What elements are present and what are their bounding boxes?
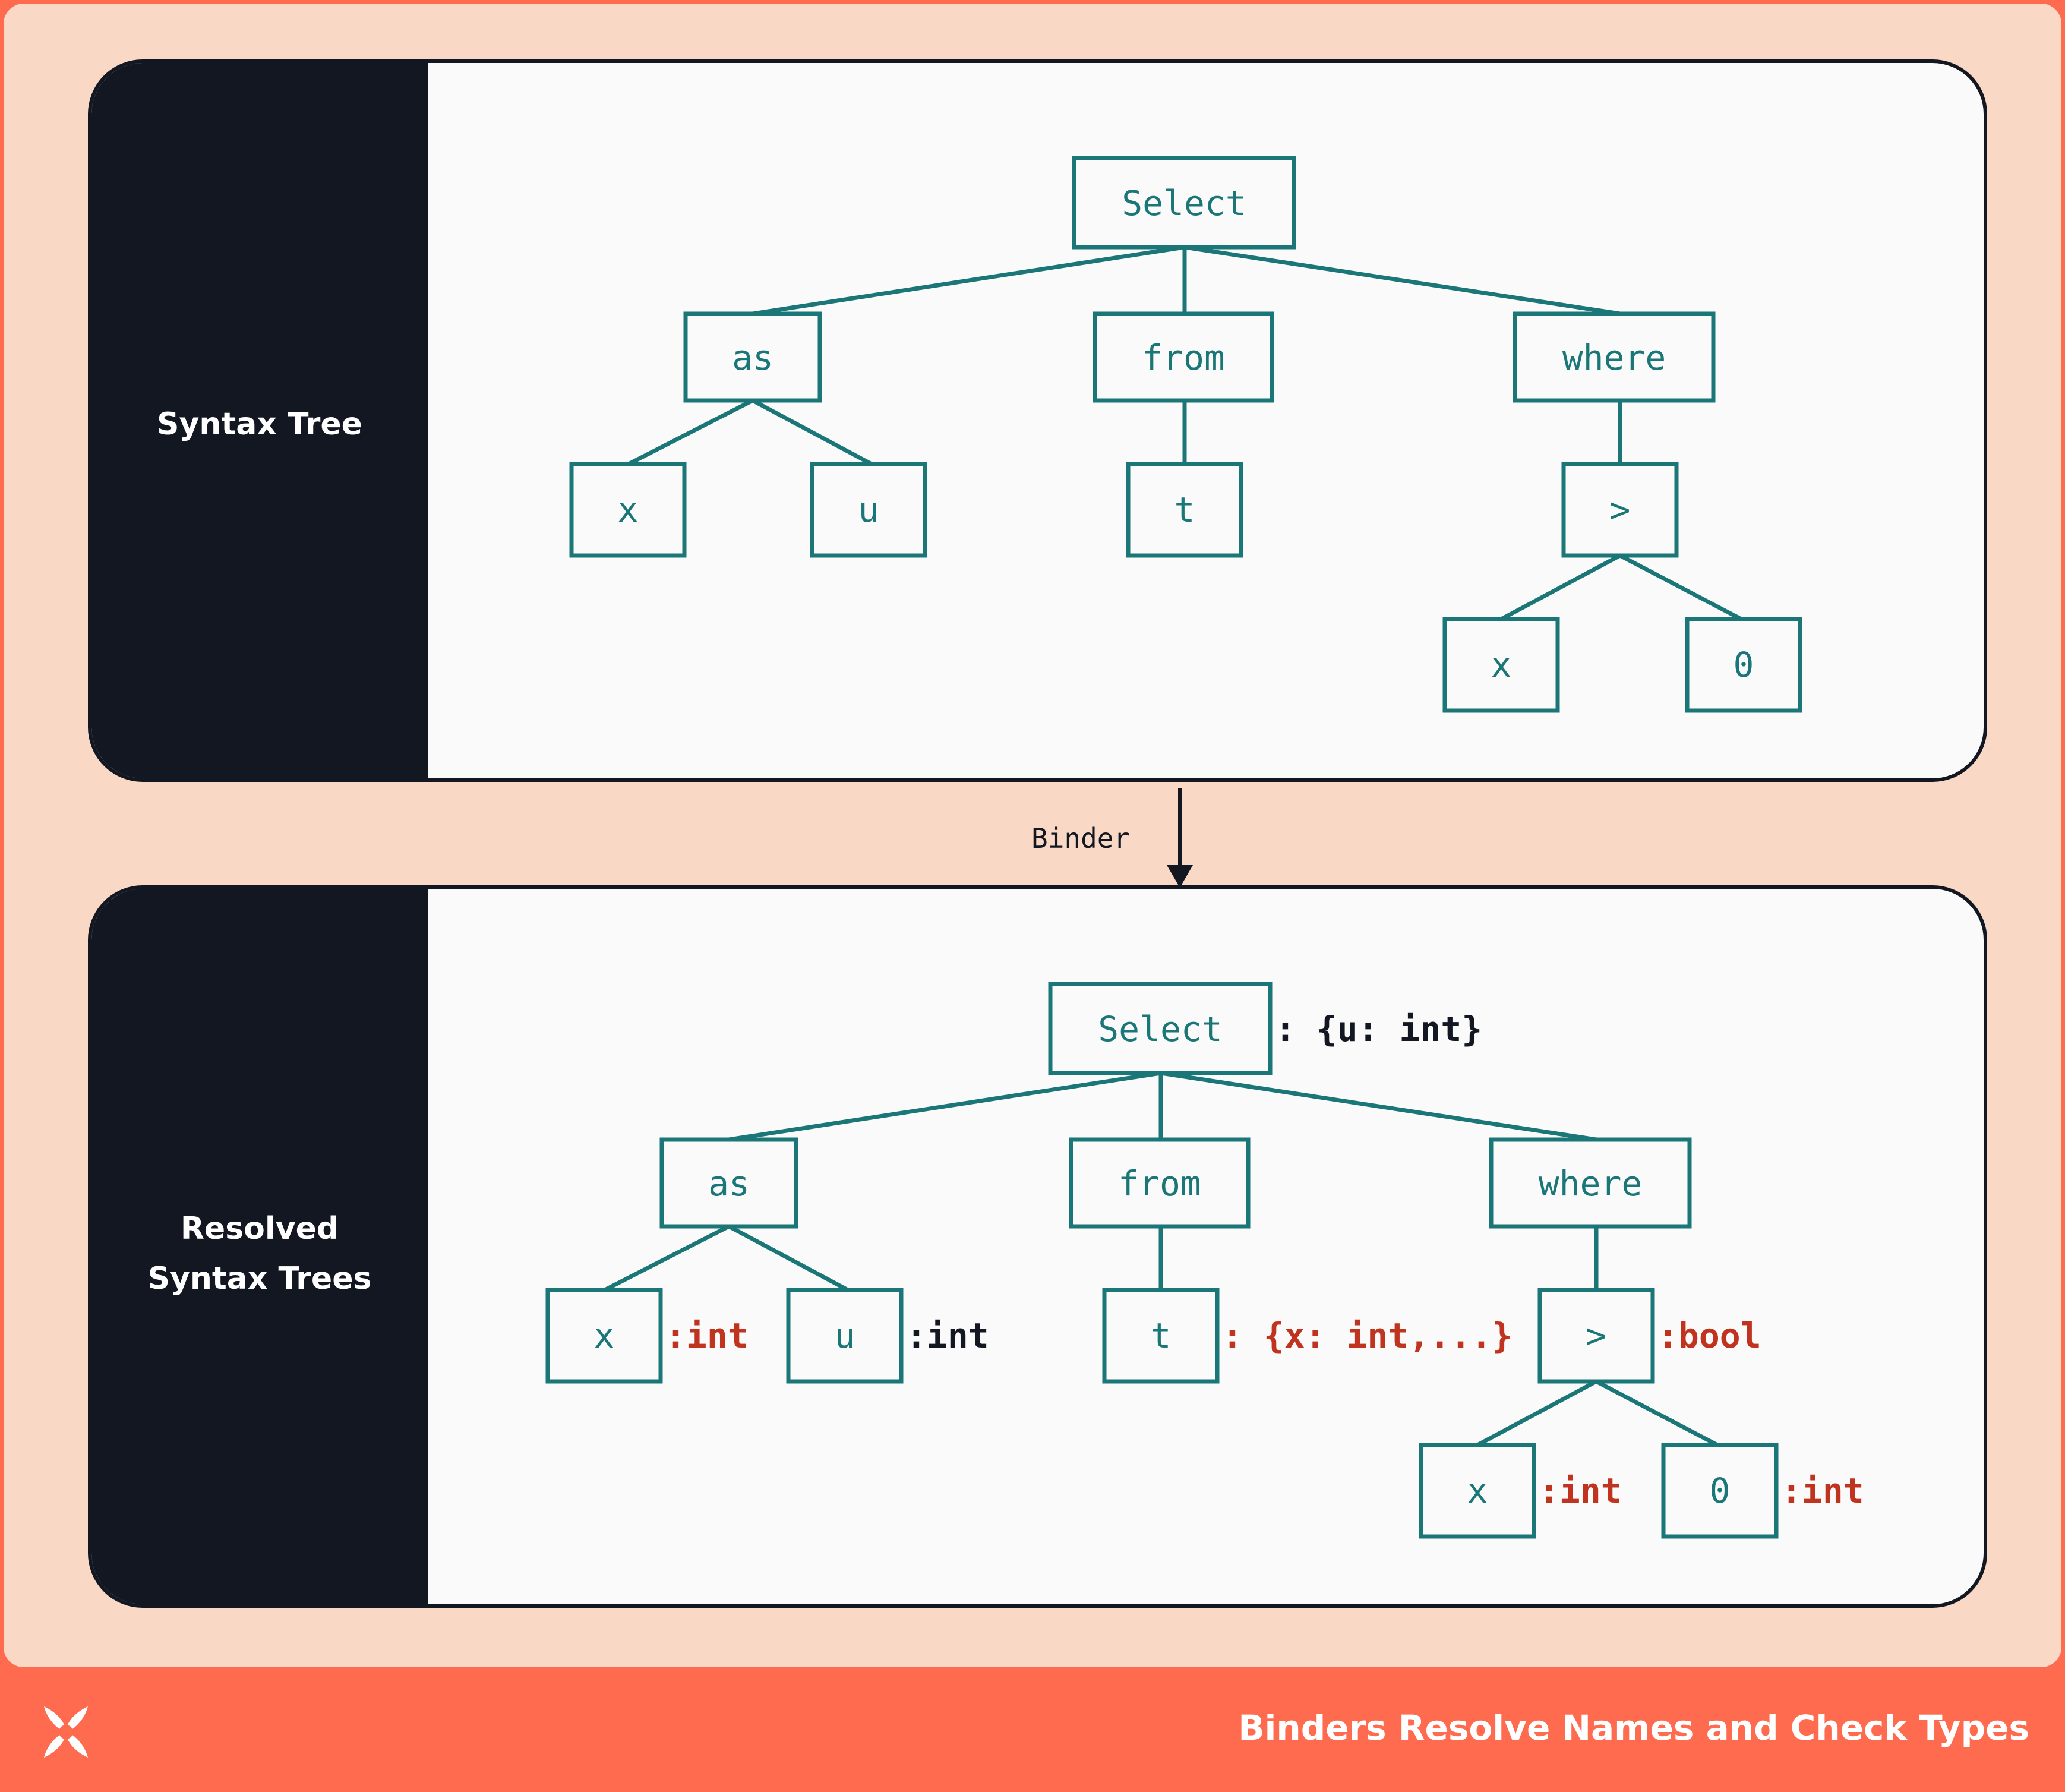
node-x-operand: x — [1442, 617, 1560, 713]
node-x: x — [569, 462, 687, 558]
svg-text:x: x — [594, 1315, 615, 1356]
resolved-syntax-tree-panel: Resolved Syntax Trees Select : {u: int} — [88, 885, 1987, 1608]
panel-label-line-1: Resolved — [180, 1211, 339, 1247]
x-logo-icon — [44, 1706, 88, 1758]
svg-text:0: 0 — [1710, 1471, 1731, 1511]
node-as: as — [683, 311, 822, 403]
panel-sidebar: Syntax Tree — [91, 63, 428, 778]
node-as: as — [659, 1137, 798, 1229]
svg-text:as: as — [732, 337, 773, 378]
node-zero: 0 — [1685, 617, 1802, 713]
type-annotation-x: :int — [665, 1315, 749, 1356]
node-u: u — [810, 462, 927, 558]
resolved-syntax-tree: Select : {u: int} as from where x :int — [545, 982, 1864, 1539]
syntax-tree-panel: Syntax Tree Select as — [88, 59, 1987, 782]
node-x: x — [545, 1288, 663, 1384]
type-annotation-u: :int — [906, 1315, 989, 1356]
svg-text:t: t — [1174, 490, 1195, 530]
node-greater-than: > — [1537, 1288, 1655, 1384]
node-greater-than: > — [1561, 462, 1679, 558]
svg-text:u: u — [858, 490, 879, 530]
syntax-tree: Select as from where x u — [569, 156, 1802, 713]
node-where: where — [1489, 1137, 1692, 1229]
binder-arrow-icon — [1167, 788, 1193, 888]
node-from: from — [1093, 311, 1274, 403]
tree-edges — [604, 1071, 1719, 1447]
tree-edges — [627, 245, 1742, 621]
svg-text:t: t — [1151, 1315, 1172, 1356]
type-annotation-greater-than: :bool — [1657, 1315, 1761, 1356]
panel-label-line-2: Syntax Trees — [147, 1261, 372, 1296]
svg-text:x: x — [1491, 645, 1512, 685]
panel-sidebar: Resolved Syntax Trees — [91, 889, 428, 1604]
svg-text:x: x — [618, 490, 639, 530]
binder-label: Binder — [1031, 822, 1131, 854]
svg-text:>: > — [1586, 1315, 1607, 1356]
node-select: Select — [1072, 156, 1296, 250]
svg-text:Select: Select — [1098, 1009, 1223, 1049]
svg-text:0: 0 — [1734, 645, 1754, 685]
node-t: t — [1126, 462, 1243, 558]
node-where: where — [1513, 311, 1716, 403]
panel-label: Syntax Tree — [157, 406, 362, 442]
type-annotation-x-operand: :int — [1539, 1471, 1622, 1511]
diagram-canvas: Syntax Tree Select as — [4, 4, 2061, 1667]
svg-text:from: from — [1142, 337, 1225, 378]
node-x-operand: x — [1419, 1443, 1536, 1539]
svg-text:u: u — [835, 1315, 855, 1356]
type-annotation-select: : {u: int} — [1275, 1009, 1482, 1049]
footer-title: Binders Resolve Names and Check Types — [1238, 1708, 2029, 1748]
svg-text:where: where — [1539, 1163, 1643, 1204]
node-select: Select — [1048, 982, 1273, 1075]
svg-text:Select: Select — [1122, 183, 1246, 223]
node-u: u — [786, 1288, 904, 1384]
svg-text:x: x — [1467, 1471, 1488, 1511]
node-from: from — [1069, 1137, 1251, 1229]
type-annotation-t: : {x: int,...} — [1222, 1315, 1513, 1356]
type-annotation-zero: :int — [1781, 1471, 1864, 1511]
node-zero: 0 — [1661, 1443, 1779, 1539]
svg-text:from: from — [1118, 1163, 1201, 1204]
svg-text:as: as — [708, 1163, 750, 1204]
node-t: t — [1102, 1288, 1220, 1384]
svg-text:>: > — [1610, 490, 1631, 530]
svg-text:where: where — [1562, 337, 1666, 378]
